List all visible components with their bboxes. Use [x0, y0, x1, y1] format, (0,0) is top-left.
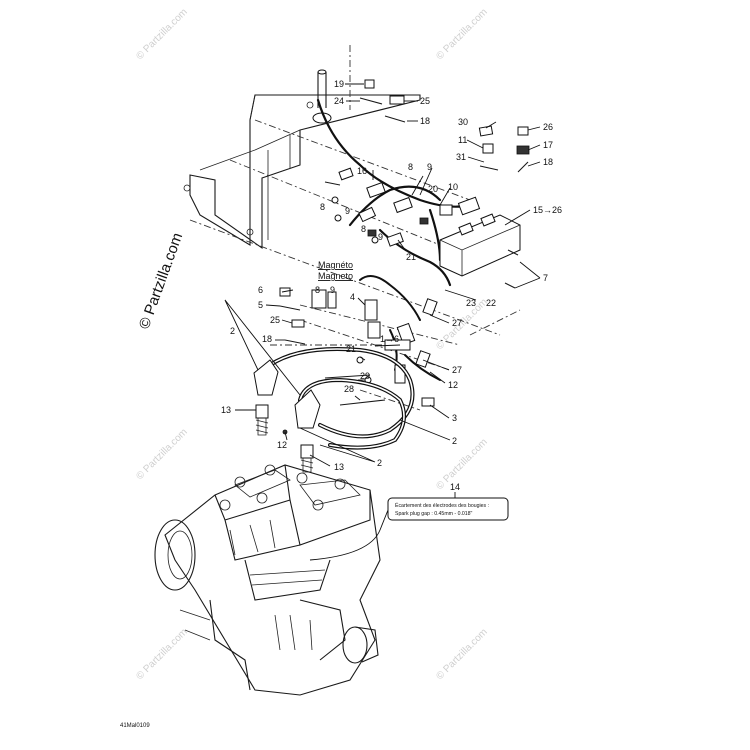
engine [154, 464, 381, 696]
watermark-text: © Partzilla.com [134, 627, 189, 682]
callout: 21 [406, 252, 416, 262]
callout: 10 [448, 182, 458, 192]
callout: 6 [258, 285, 263, 295]
callout: 11 [458, 135, 467, 145]
callout: 12 [448, 380, 458, 390]
callout: 16 [357, 166, 367, 176]
callout: 18 [420, 116, 430, 126]
callout: 9 [330, 285, 335, 295]
callout: 8 [361, 224, 366, 234]
watermark-text: © Partzilla.com [134, 427, 189, 482]
callout: 27 [452, 365, 462, 375]
callout: 30 [458, 117, 468, 127]
spark-gap-note-line2: Spark plug gap : 0.45mm - 0.018" [395, 511, 473, 517]
callout: 8 [315, 285, 320, 295]
callout: 21 [346, 344, 356, 354]
callout: 18 [262, 334, 272, 344]
callout: 9 [378, 232, 383, 242]
callout: 2 [377, 458, 382, 468]
callout: 26 [543, 122, 553, 132]
harness-connectors [338, 167, 481, 247]
callout: 7 [543, 273, 548, 283]
callout: 2 [230, 326, 235, 336]
callout: 3 [452, 413, 457, 423]
drawing-code: 41Mal0109 [120, 723, 150, 729]
watermark-text: © Partzilla.com [434, 437, 489, 492]
callout: 8 [320, 202, 325, 212]
callout: 9 [345, 206, 350, 216]
magneto-label-en: Magneto [318, 271, 353, 281]
callout: 27 [452, 318, 462, 328]
callout: 20 [428, 184, 438, 194]
callout: 29 [360, 371, 370, 381]
spark-plug-wires [253, 347, 415, 473]
callout: 4 [350, 292, 355, 302]
callout: 28 [344, 384, 354, 394]
spark-gap-note-line1: Écartement des électrodes des bougies : [395, 502, 489, 509]
spark-plug-gap-note: Écartement des électrodes des bougies : … [309, 492, 509, 561]
callout: 5 [258, 300, 263, 310]
callout: 25 [420, 96, 430, 106]
watermark-text: © Partzilla.com [434, 7, 489, 62]
callout: 8 [408, 162, 413, 172]
callout: 13 [221, 405, 231, 415]
magneto-label-fr: Magnéto [318, 260, 353, 270]
callout: 31 [456, 152, 466, 162]
callout: 2 [452, 436, 457, 446]
callout-leaders [224, 83, 541, 467]
cdi-module [439, 213, 521, 277]
partzilla-watermark: © Partzilla.com [136, 231, 187, 332]
callout: 12 [277, 440, 287, 450]
watermark-text: © Partzilla.com [134, 7, 189, 62]
callout: 19 [334, 79, 344, 89]
mounting-bracket [183, 69, 421, 250]
callout: 17 [543, 140, 553, 150]
callout: 1→6 [380, 334, 399, 344]
callout: 9 [427, 162, 432, 172]
callout: 15→26 [533, 205, 562, 215]
callout: 14 [450, 482, 460, 492]
callout: 13 [334, 462, 344, 472]
fastener-parts [324, 79, 530, 289]
watermark-text: © Partzilla.com [434, 297, 489, 352]
callout: 22 [486, 298, 496, 308]
callout: 18 [543, 157, 553, 167]
callout: 24 [334, 96, 344, 106]
callout: 25 [270, 315, 280, 325]
callout: 23 [466, 298, 476, 308]
watermark-text: © Partzilla.com [434, 627, 489, 682]
callout-numbers: 19 24 25 18 30 26 11 17 31 18 16 8 9 20 … [221, 79, 562, 492]
